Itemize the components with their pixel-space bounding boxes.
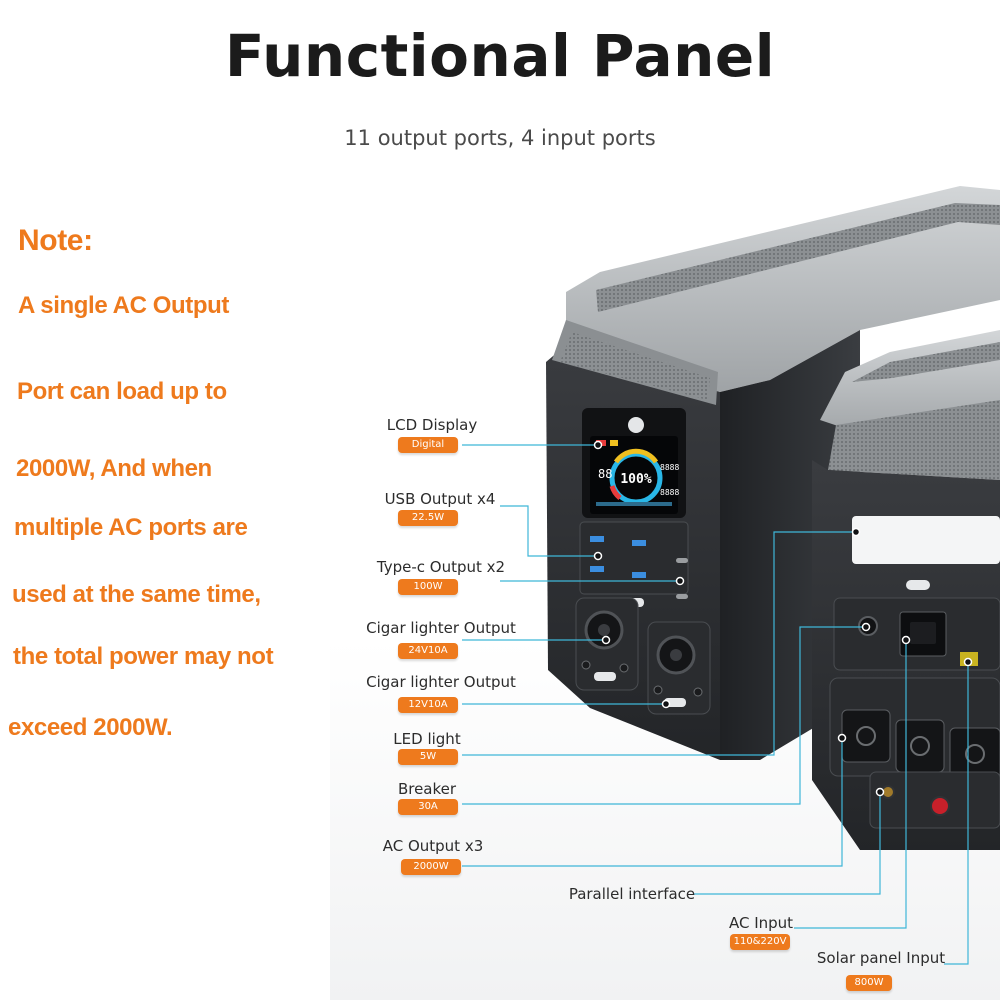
callout-label-parallel-interface: Parallel interface [568,885,696,903]
page-subtitle: 11 output ports, 4 input ports [344,126,656,150]
battery-percent: 100% [620,472,651,487]
callout-label-breaker: Breaker [397,780,457,798]
callout-badge-solar-panel-input: 800W [846,975,892,991]
callout-badge-cigar-lighter-24v: 24V10A [398,643,458,659]
usb-port-icon[interactable] [590,536,604,542]
callout-badge-ac-input: 110&220V [730,934,790,950]
type-c-port-icon[interactable] [676,558,688,563]
callout-badge-cigar-lighter-12v: 12V10A [398,697,458,713]
usb-port-icon[interactable] [632,572,646,578]
page-title: Functional Panel [224,22,776,90]
led-light-panel [852,516,1000,564]
note-title: Note: [18,224,93,257]
note-line: Port can load up to [17,378,227,405]
note-line: A single AC Output [18,292,230,319]
type-c-port-icon[interactable] [676,594,688,599]
callout-dots [593,440,973,797]
callout-label-cigar-lighter-12v: Cigar lighter Output [366,673,516,691]
callout-label-usb-output: USB Output x4 [384,490,496,508]
lcd-right-digits-top: 8888 [660,463,679,472]
ac-outlet-icon[interactable] [895,719,945,773]
lcd-right-digits-bottom: 8888 [660,488,679,497]
callout-badge-breaker: 30A [398,799,458,815]
callout-badge-lcd-display: Digital [398,437,458,453]
callout-label-lcd-display: LCD Display [386,416,478,434]
power-button-icon[interactable] [628,417,644,433]
callout-label-ac-output: AC Output x3 [382,837,484,855]
led-light-button[interactable] [906,580,930,590]
callout-badge-ac-output: 2000W [401,859,461,875]
parallel-terminal-icon[interactable] [930,796,950,816]
lcd-left-digits: 88 [598,467,612,481]
callout-label-ac-input: AC Input [728,914,794,932]
note-line: the total power may not [13,643,274,670]
callout-label-type-c-output: Type-c Output x2 [376,558,506,576]
note-line: exceed 2000W. [8,714,173,741]
callout-label-solar-panel-input: Solar panel Input [816,949,946,967]
usb-port-icon[interactable] [590,566,604,572]
callout-badge-type-c-output: 100W [398,579,458,595]
ac-outlet-icon[interactable] [841,709,891,763]
note-line: used at the same time, [12,581,261,608]
callout-badge-usb-output: 22.5W [398,510,458,526]
note-line: 2000W, And when [16,455,212,482]
callout-badge-led-light: 5W [398,749,458,765]
callout-label-cigar-lighter-24v: Cigar lighter Output [366,619,516,637]
callout-lines [462,444,969,965]
callout-label-led-light: LED light [393,730,461,748]
note-line: multiple AC ports are [14,514,248,541]
usb-port-icon[interactable] [632,540,646,546]
